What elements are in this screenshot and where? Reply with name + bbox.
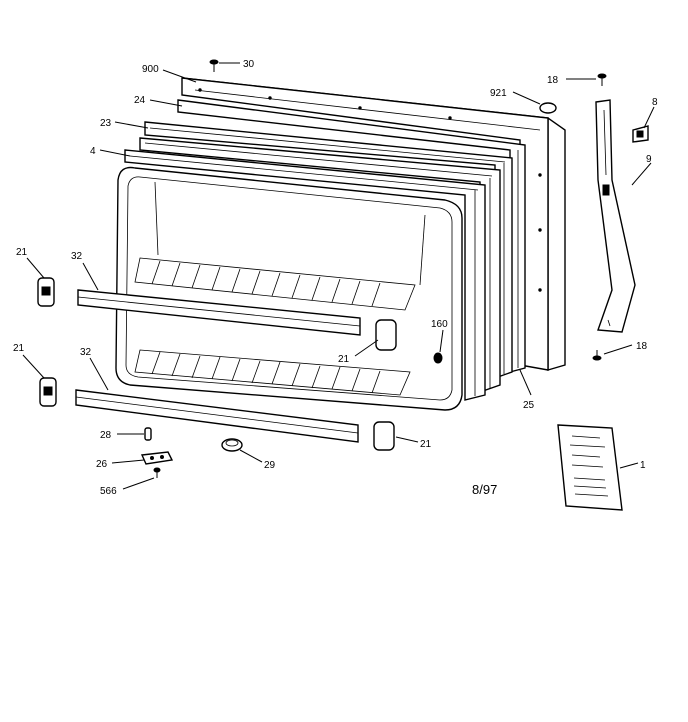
label-4: 4 [90, 146, 96, 157]
upper-door-bar [77, 289, 361, 336]
label-29: 29 [264, 460, 276, 471]
pin-28 [144, 427, 152, 441]
booklet-text-lines [569, 435, 609, 497]
screw-566 [153, 467, 161, 478]
plug-921 [539, 102, 557, 114]
screw-18-bottom [592, 350, 602, 361]
label-18-bottom: 18 [636, 341, 648, 352]
label-23: 23 [100, 118, 112, 129]
label-30: 30 [243, 59, 255, 70]
screw-30 [209, 59, 219, 72]
label-8: 8 [652, 97, 658, 108]
label-9: 9 [646, 154, 652, 165]
label-566: 566 [100, 486, 117, 497]
label-32-upper: 32 [71, 251, 83, 262]
lower-door-bar [75, 389, 359, 443]
label-24: 24 [134, 95, 146, 106]
label-32-lower: 32 [80, 347, 92, 358]
bar-end-cap-right-upper [375, 319, 397, 351]
date-code: 8/97 [472, 482, 497, 497]
plug-160 [433, 352, 443, 364]
label-21-lower-right: 21 [420, 439, 432, 450]
bar-end-cap-left-lower [39, 377, 57, 407]
label-21-upper-right: 21 [338, 354, 350, 365]
label-21-lower-left: 21 [13, 343, 25, 354]
lower-shelf-ribs [151, 351, 381, 394]
label-160: 160 [431, 319, 448, 330]
handle-9 [595, 99, 636, 333]
bracket-26 [140, 451, 174, 465]
label-921: 921 [490, 88, 507, 99]
callout-labels: 900 30 24 23 4 921 18 8 9 21 32 21 32 16… [13, 59, 658, 497]
door-liner-layers [124, 99, 526, 401]
screw-18-top [597, 73, 607, 86]
door-inner-liner [115, 166, 463, 411]
bar-end-cap-left-upper [37, 277, 55, 307]
label-1: 1 [640, 460, 646, 471]
leader-lines [22, 62, 655, 490]
label-18-top: 18 [547, 75, 559, 86]
label-21-upper-left: 21 [16, 247, 28, 258]
grommet-29 [221, 438, 243, 452]
door-outer-panel [181, 77, 566, 371]
clip-8 [632, 125, 649, 143]
label-900: 900 [142, 64, 159, 75]
label-28: 28 [100, 430, 112, 441]
instruction-booklet [557, 424, 623, 511]
upper-shelf-ribs [151, 260, 381, 307]
bar-end-cap-right-lower [373, 421, 395, 451]
label-25: 25 [523, 400, 535, 411]
label-26: 26 [96, 459, 108, 470]
